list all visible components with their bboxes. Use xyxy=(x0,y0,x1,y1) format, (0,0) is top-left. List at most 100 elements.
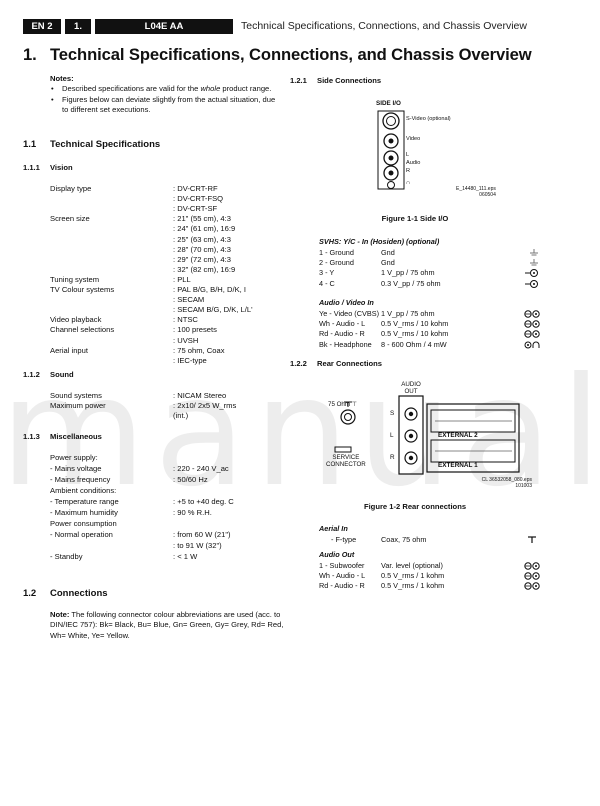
spec-key xyxy=(50,305,173,315)
spec-row: Video playback: NTSC xyxy=(50,315,198,325)
spec-key xyxy=(50,224,173,234)
spec-value: : 50/60 Hz xyxy=(173,475,208,484)
signal-row: 3 - Y 1 V_pp / 75 ohm xyxy=(319,268,540,278)
spec-row: : UVSH xyxy=(50,336,198,346)
signal-row: 1 - Subwoofer Var. level (optional) xyxy=(319,561,540,571)
spec-row: : 25" (63 cm), 4:3 xyxy=(50,235,231,245)
spec-value: : < 1 W xyxy=(173,552,198,561)
spec-row: Power consumption xyxy=(50,519,173,529)
spec-value: : 32" (82 cm), 16:9 xyxy=(173,264,236,274)
notes-label: Notes: xyxy=(50,74,74,83)
side-io-label-r: R xyxy=(406,168,411,174)
signal-pin: 4 - C xyxy=(319,278,335,288)
signal-pin: 3 - Y xyxy=(319,268,335,278)
output-jack-icon xyxy=(524,582,540,591)
spec-row: : 24" (61 cm), 16:9 xyxy=(50,224,235,234)
spec-key xyxy=(50,336,173,346)
spec-key xyxy=(50,204,173,214)
spec-value: : 75 ohm, Coax xyxy=(173,345,225,355)
spec-value: : UVSH xyxy=(173,335,199,345)
rear-external-2-label: EXTERNAL 2 xyxy=(438,432,478,439)
aerial-in-heading: Aerial In xyxy=(319,524,348,533)
note-item: Figures below can deviate slightly from … xyxy=(50,95,278,116)
spec-row: : SECAM xyxy=(50,295,204,305)
signal-spec: 0.5 V_rms / 10 kohm xyxy=(381,329,449,339)
spec-key: Channel selections xyxy=(50,325,115,335)
spec-row: Ambient conditions: xyxy=(50,486,173,496)
model-tag: L04E AA xyxy=(95,19,233,34)
input-jack-icon xyxy=(524,330,540,339)
spec-key xyxy=(50,295,173,305)
signal-spec: Gnd xyxy=(381,248,395,257)
rear-external-1-label: EXTERNAL 1 xyxy=(438,462,478,469)
rear-service-connector-label: SERVICE CONNECTOR xyxy=(326,454,366,469)
spec-key: Sound systems xyxy=(50,391,102,400)
spec-key: Tuning system xyxy=(50,274,100,284)
spec-key: Aerial input xyxy=(50,345,88,355)
input-circle-icon xyxy=(525,279,538,288)
input-circle-icon xyxy=(525,269,538,278)
output-jack-icon xyxy=(524,572,540,580)
spec-key xyxy=(50,356,173,366)
spec-value: : 220 - 240 V_ac xyxy=(173,464,229,473)
document-title-number: 1. xyxy=(23,45,37,64)
notes-list: Described specifications are valid for t… xyxy=(50,84,278,115)
spec-key: Display type xyxy=(50,184,92,193)
spec-value: : 29" (72 cm), 4:3 xyxy=(173,254,231,264)
spec-value: : SECAM xyxy=(173,295,205,305)
spec-value: : DV-CRT-SF xyxy=(173,204,218,214)
spec-row: : 32" (82 cm), 16:9 xyxy=(50,265,235,275)
av-in-heading: Audio / Video In xyxy=(319,298,374,307)
figure-1-2-caption: Figure 1-2 Rear connections xyxy=(363,502,467,511)
spec-value: : 100 presets xyxy=(173,325,217,335)
spec-row: Aerial input : 75 ohm, Coax xyxy=(50,346,225,356)
rear-connections-figure: AUDIO OUT 75 Ohm ⊤ S L R EXTERNAL 2 EXTE… xyxy=(312,381,532,500)
spec-key: TV Colour systems xyxy=(50,285,115,294)
spec-key: Maximum power xyxy=(50,401,106,411)
signal-pin: 1 - Subwoofer xyxy=(319,561,365,570)
spec-value: : 90 % R.H. xyxy=(173,508,212,517)
spec-row: - Mains voltage: 220 - 240 V_ac xyxy=(50,464,229,474)
spec-row: - Standby: < 1 W xyxy=(50,552,197,562)
spec-row: Sound systems: NICAM Stereo xyxy=(50,391,226,401)
spec-row: Display type : DV-CRT-RF xyxy=(50,184,218,194)
spec-value: : from 60 W (21") xyxy=(173,530,231,539)
side-io-label-audio: Audio xyxy=(406,160,421,166)
rear-aerial-label: 75 Ohm ⊤ xyxy=(328,401,358,408)
spec-value: : to 91 W (32") xyxy=(173,541,222,550)
signal-spec: 1 V_pp / 75 ohm xyxy=(381,309,435,318)
spec-value: : 25" (63 cm), 4:3 xyxy=(173,234,231,244)
spec-row: : DV-CRT-SF xyxy=(50,204,217,214)
spec-value: : 28" (70 cm), 4:3 xyxy=(173,244,231,254)
spec-value: : DV-CRT-FSQ xyxy=(173,194,224,204)
rear-audio-out-label: AUDIO OUT xyxy=(401,381,421,395)
side-io-drawing xyxy=(377,110,405,190)
spec-value: : DV-CRT-RF xyxy=(173,184,218,193)
side-io-title: SIDE I/O xyxy=(376,100,401,107)
signal-spec: 1 V_pp / 75 ohm xyxy=(381,268,435,278)
output-jack-icon xyxy=(524,562,540,570)
headphone-icon: ∩ xyxy=(406,180,411,186)
spec-key: - Temperature range xyxy=(50,497,119,506)
rear-r-label: R xyxy=(390,454,395,461)
spec-row: - Maximum humidity : 90 % R.H. xyxy=(50,508,212,518)
spec-key xyxy=(50,194,173,204)
spec-key: Power supply: xyxy=(50,453,98,462)
signal-spec: 0.3 V_pp / 75 ohm xyxy=(381,278,441,288)
spec-key: - Maximum humidity xyxy=(50,508,118,517)
connections-note: Note: The following connector colour abb… xyxy=(50,610,284,640)
signal-row: 4 - C 0.3 V_pp / 75 ohm xyxy=(319,279,540,289)
signal-spec: Var. level (optional) xyxy=(381,561,443,570)
ground-icon xyxy=(530,249,538,256)
spec-row: : to 91 W (32") xyxy=(50,541,222,551)
signal-pin: 1 - Ground xyxy=(319,248,354,257)
side-io-ref: E_14480_111.eps 060504 xyxy=(456,186,496,198)
notes-block: Notes: Described specifications are vali… xyxy=(50,74,278,116)
